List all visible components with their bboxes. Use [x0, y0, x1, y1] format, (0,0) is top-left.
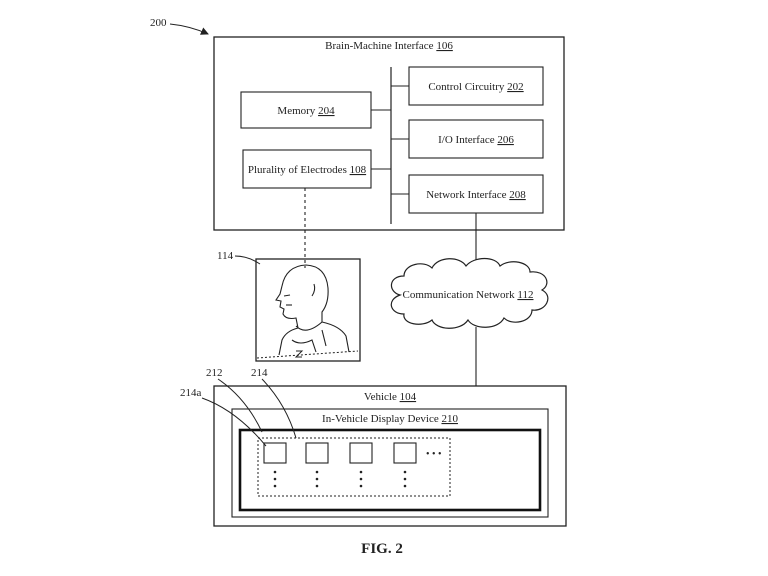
electrodes-label: Plurality of Electrodes 108: [248, 164, 367, 176]
in-vehicle-display-device-label: In-Vehicle Display Device 210: [322, 413, 458, 425]
io-interface-box: [408, 119, 544, 159]
ref-214-leader: [261, 378, 297, 439]
content-area-dotted: [257, 437, 451, 497]
ref-214: 214: [251, 367, 268, 379]
ref-114: 114: [217, 250, 234, 262]
in-vehicle-display-device-box: [231, 408, 549, 518]
ref-114-leader: [234, 255, 261, 265]
content-tile: [349, 442, 373, 464]
user-head-icon: [275, 264, 350, 356]
vertical-ellipsis-group: [273, 470, 407, 488]
control-circuitry-label: Control Circuitry 202: [428, 81, 523, 93]
horizontal-ellipsis: • • •: [426, 449, 442, 460]
user-picture-frame: [255, 258, 361, 362]
io-interface-label: I/O Interface 206: [438, 134, 514, 146]
display-screen: [238, 428, 542, 512]
ref-214a-leader: [201, 397, 267, 447]
communication-network-label: Communication Network 112: [403, 289, 534, 301]
vehicle-box: [213, 385, 567, 527]
user-base-dashes: [256, 350, 359, 359]
ref-200-arrow: [169, 23, 209, 35]
vehicle-label: Vehicle 104: [364, 391, 417, 403]
content-tile-214a: [263, 442, 287, 464]
control-circuitry-box: [408, 66, 544, 106]
ref-212: 212: [206, 367, 223, 379]
network-interface-label: Network Interface 208: [426, 189, 526, 201]
ref-214a: 214a: [180, 387, 202, 399]
communication-network-cloud: [390, 257, 549, 329]
user-signal-mark: [294, 350, 304, 358]
content-tile: [305, 442, 329, 464]
memory-label: Memory 204: [277, 105, 335, 117]
bmi-box: [213, 36, 565, 231]
ref-212-leader: [217, 378, 263, 433]
figure-caption: FIG. 2: [361, 541, 403, 557]
ref-200: 200: [150, 17, 167, 29]
content-tile: [393, 442, 417, 464]
bmi-title: Brain-Machine Interface 106: [325, 40, 453, 52]
